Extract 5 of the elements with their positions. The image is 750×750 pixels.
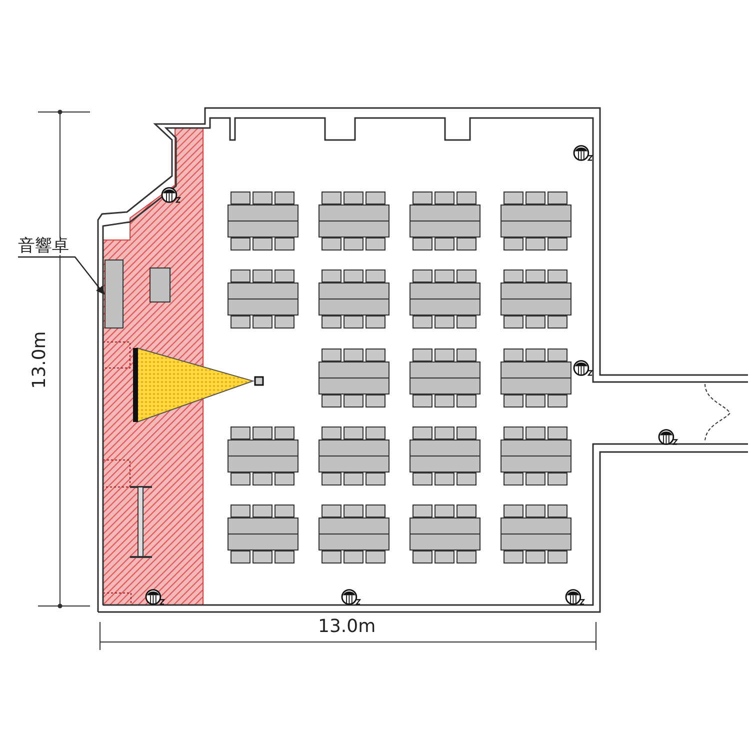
dimension-label: 13.0m (30, 331, 49, 389)
dimension-label: 13.0m (318, 618, 376, 636)
leader-line (18, 256, 105, 295)
sound-desk (104, 260, 124, 328)
callout-label: 音響卓 (18, 238, 69, 255)
